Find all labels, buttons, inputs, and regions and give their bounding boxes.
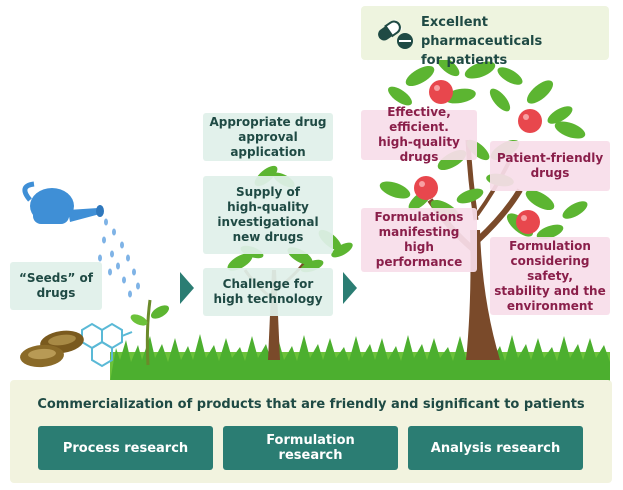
effective-drugs-label: Effective, efficient. high-quality drugs bbox=[361, 105, 477, 164]
seeds-icon bbox=[20, 330, 84, 368]
water-drops bbox=[98, 218, 140, 298]
excellent-pharmaceuticals-box: Excellent pharmaceuticals for patients bbox=[361, 6, 609, 68]
commercialization-title: Commercialization of products that are f… bbox=[37, 397, 585, 412]
challenge-label: Challenge for high technology bbox=[203, 268, 333, 316]
apples-icon bbox=[414, 80, 542, 234]
arrow-right-icon bbox=[343, 272, 357, 304]
seedling-icon bbox=[130, 299, 170, 366]
arrow-right-icon bbox=[180, 272, 194, 304]
supply-label: Supply of high-quality investigational n… bbox=[203, 176, 333, 254]
patient-friendly-drugs-label: Patient-friendly drugs bbox=[490, 141, 610, 191]
excellent-pharmaceuticals-text: Excellent pharmaceuticals for patients bbox=[421, 13, 609, 70]
high-performance-formulations-label: Formulations manifesting high performanc… bbox=[361, 208, 477, 272]
analysis-research-box: Analysis research bbox=[408, 426, 583, 470]
commercialization-panel: Commercialization of products that are f… bbox=[10, 380, 612, 483]
seeds-label: “Seeds” of drugs bbox=[10, 262, 102, 310]
watering-can-icon bbox=[22, 181, 104, 224]
process-research-box: Process research bbox=[38, 426, 213, 470]
excellent-line-1: Excellent pharmaceuticals bbox=[421, 15, 543, 49]
formulation-research-box: Formulation research bbox=[223, 426, 398, 470]
safety-formulation-label: Formulation considering safety, stabilit… bbox=[490, 237, 610, 315]
approval-label: Appropriate drug approval application bbox=[203, 113, 333, 161]
excellent-line-2: for patients bbox=[421, 53, 508, 68]
capsule-icon bbox=[378, 19, 413, 49]
grass-icon bbox=[110, 334, 610, 382]
